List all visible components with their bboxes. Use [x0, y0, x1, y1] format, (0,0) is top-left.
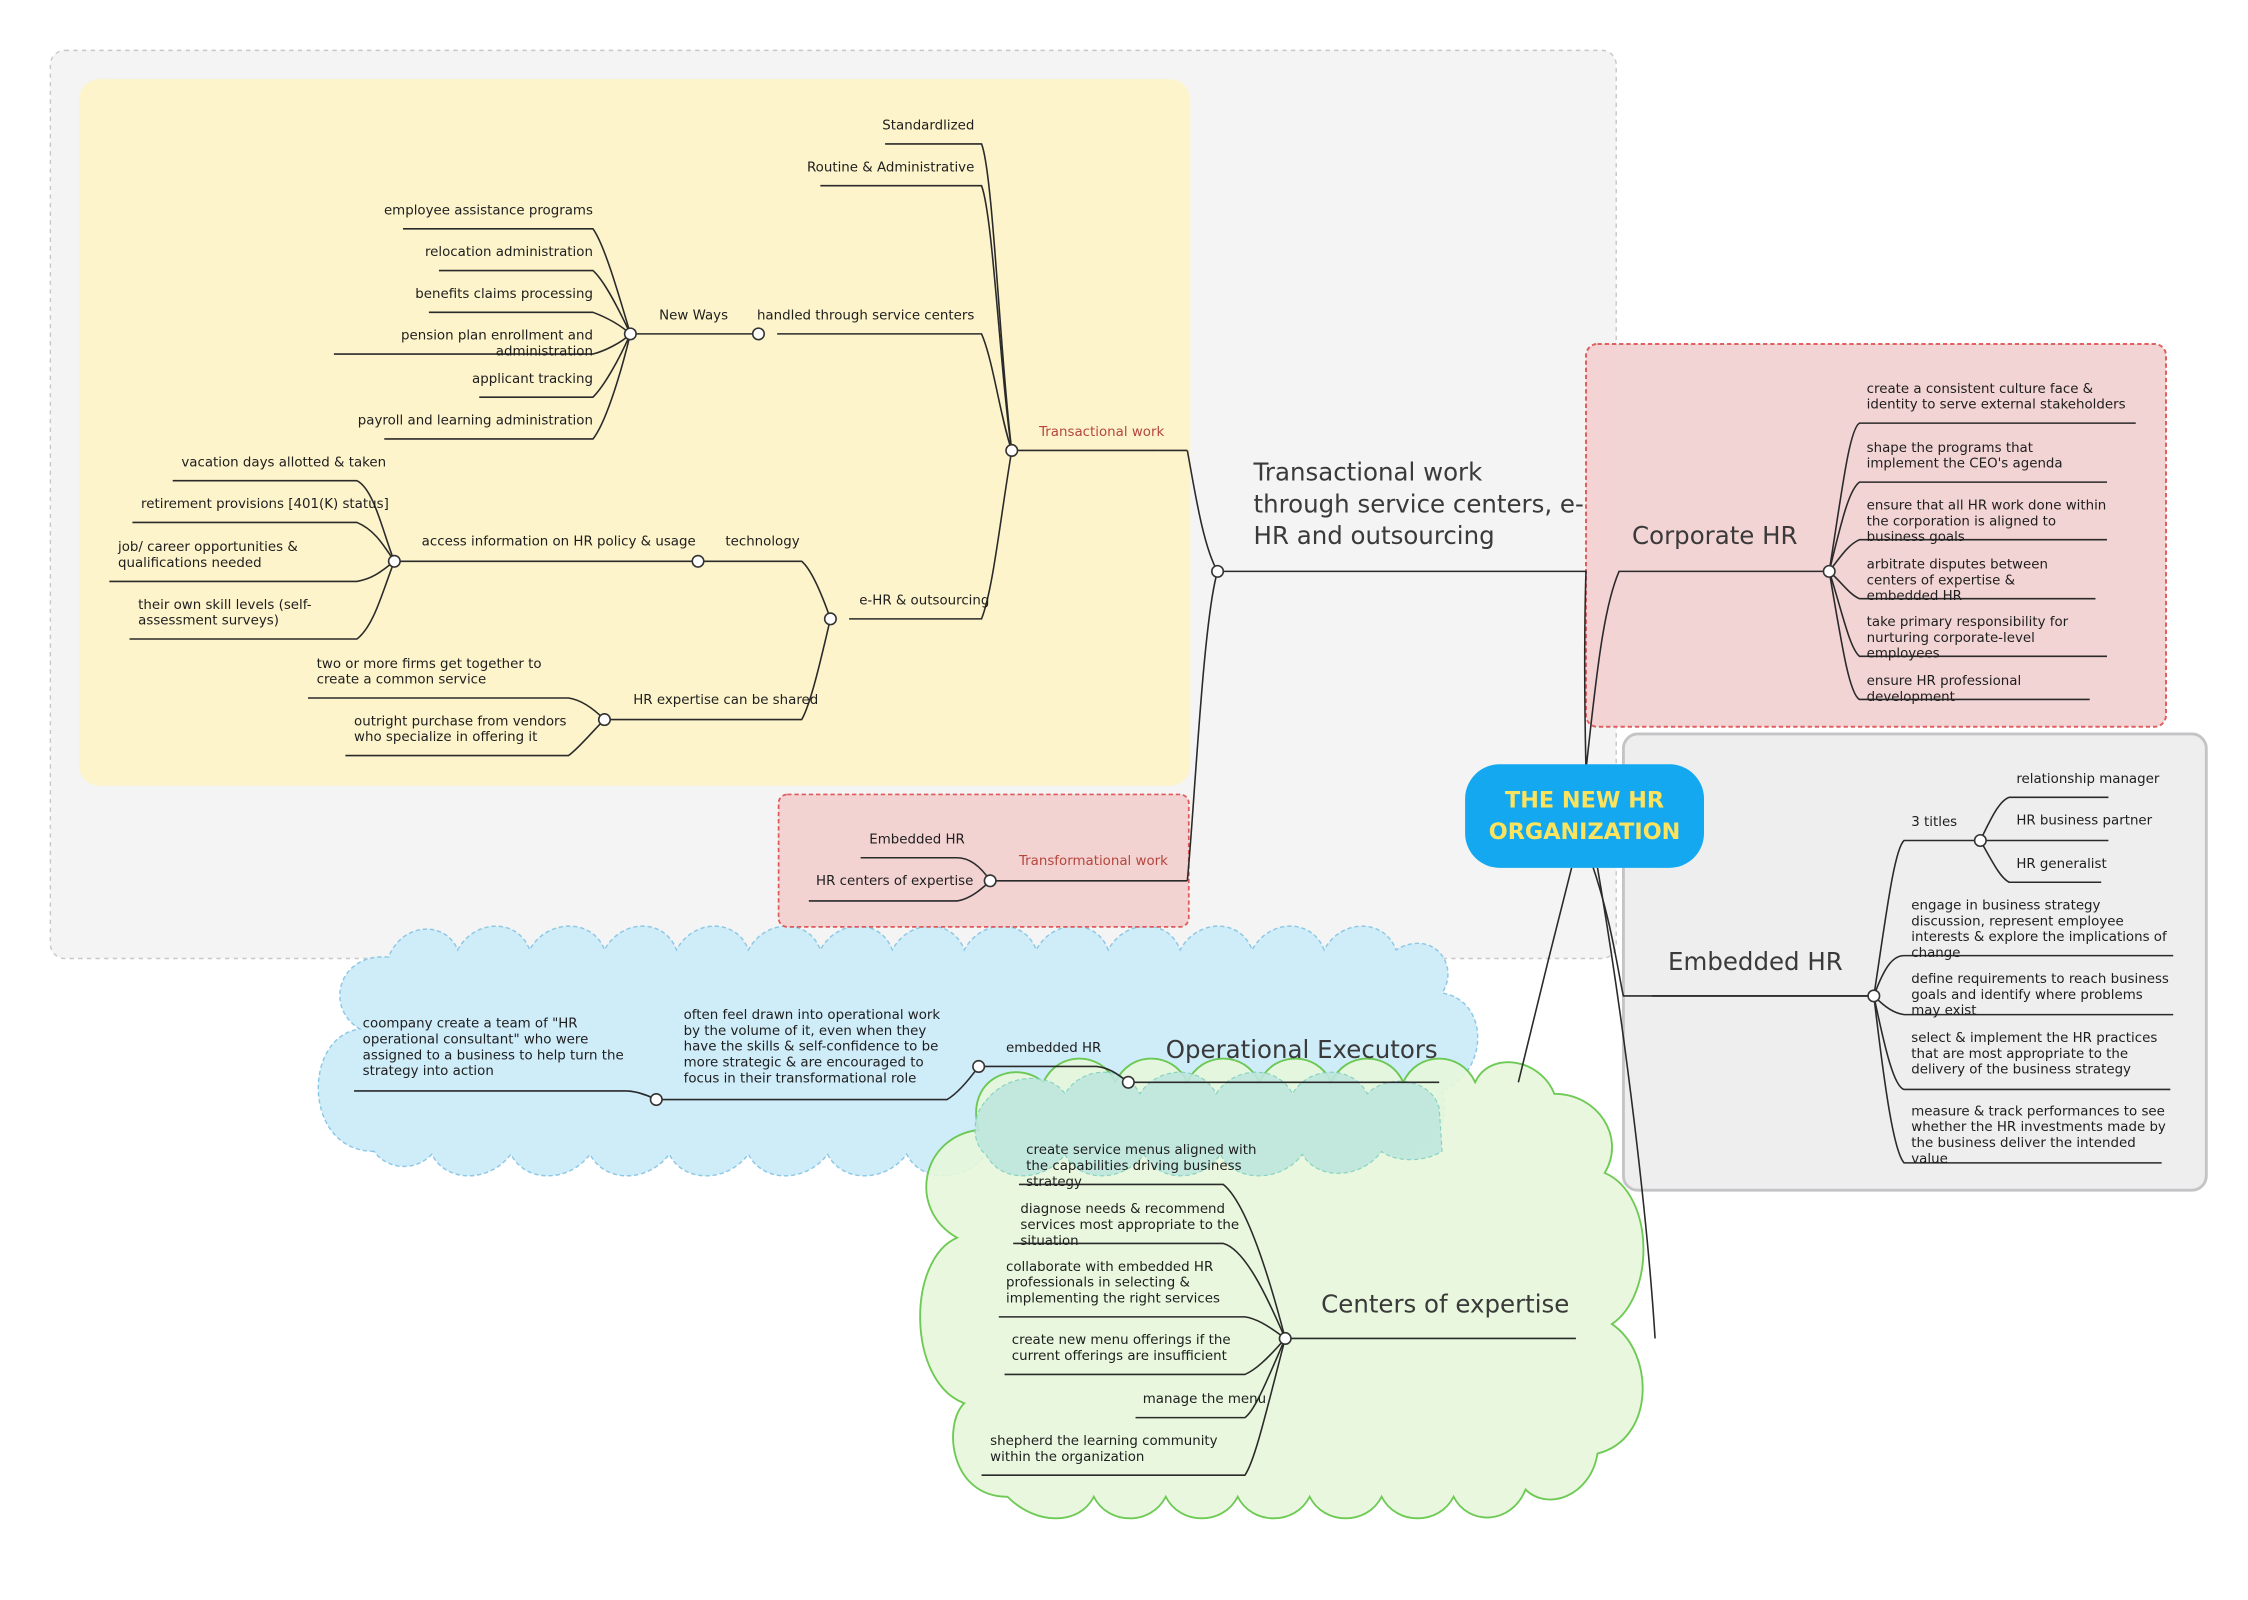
expertise-item-6[interactable]: shepherd the learning community within t…	[990, 1433, 1218, 1466]
corporate-item-3[interactable]: ensure that all HR work done within the …	[1866, 497, 2107, 546]
embedded-item-1[interactable]: engage in business strategy discussion, …	[1911, 898, 2167, 962]
corporate-item-2[interactable]: shape the programs that implement the CE…	[1866, 440, 2063, 473]
new-ways-node[interactable]: New Ways	[659, 307, 729, 324]
embedded-item-2[interactable]: define requirements to reach business go…	[1911, 971, 2169, 1019]
embedded-title-3[interactable]: HR generalist	[2016, 856, 2107, 873]
embedded-title-1[interactable]: relationship manager	[2016, 771, 2160, 788]
transactional-work-node[interactable]: Transactional work	[1039, 424, 1165, 441]
embedded-title-2[interactable]: HR business partner	[2016, 813, 2153, 829]
new-ways-item-3[interactable]: benefits claims processing	[415, 286, 593, 303]
new-ways-item-6[interactable]: payroll and learning administration	[357, 413, 593, 429]
new-ways-item-5[interactable]: applicant tracking	[472, 371, 593, 388]
operational-executors-title[interactable]: Operational Executors	[1165, 1036, 1438, 1066]
expertise-item-1[interactable]: create service menus aligned with the ca…	[1026, 1142, 1257, 1191]
corporate-item-4[interactable]: arbitrate disputes between centers of ex…	[1866, 556, 2048, 605]
embedded-hr-title[interactable]: Embedded HR	[1668, 948, 1843, 978]
center-title-line1: THE NEW HR	[1505, 787, 1665, 814]
access-item-2[interactable]: retirement provisions [401(K) status]	[141, 496, 389, 513]
access-item-4[interactable]: their own skill levels (self-assessment …	[138, 597, 312, 629]
centers-of-expertise-title[interactable]: Centers of expertise	[1321, 1290, 1570, 1320]
corporate-item-6[interactable]: ensure HR professional development	[1866, 673, 2022, 706]
shared-item-2[interactable]: outright purchase from vendors who speci…	[354, 713, 567, 746]
routine-node[interactable]: Routine & Administrative	[806, 159, 975, 176]
standardized-node[interactable]: Standardlized	[882, 118, 975, 134]
access-item-3[interactable]: job/ career opportunities & qualificatio…	[118, 539, 298, 572]
transactional-branch-title[interactable]: Transactional work through service cente…	[1253, 459, 1584, 552]
shared-item-1[interactable]: two or more firms get together to create…	[316, 656, 542, 688]
expertise-item-2[interactable]: diagnose needs & recommend services most…	[1020, 1201, 1240, 1250]
corporate-item-1[interactable]: create a consistent culture face & ident…	[1866, 381, 2126, 414]
embedded-titles-node[interactable]: 3 titles	[1911, 814, 1958, 831]
corporate-item-5[interactable]: take primary responsibility for nurturin…	[1866, 614, 2069, 663]
center-node[interactable]: THE NEW HR ORGANIZATION	[1465, 764, 1705, 868]
operational-drawn-node[interactable]: often feel drawn into operational work b…	[683, 1007, 941, 1087]
ehr-node[interactable]: e-HR & outsourcing	[859, 592, 990, 609]
operational-team-node[interactable]: coompany create a team of "HR operationa…	[362, 1016, 624, 1080]
expertise-item-3[interactable]: collaborate with embedded HR professiona…	[1006, 1259, 1220, 1307]
new-ways-item-1[interactable]: employee assistance programs	[383, 202, 593, 219]
new-ways-item-4[interactable]: pension plan enrollment and administrati…	[401, 328, 593, 360]
corporate-hr-title[interactable]: Corporate HR	[1632, 522, 1798, 552]
technology-node[interactable]: technology	[725, 533, 800, 550]
service-centers-node[interactable]: handled through service centers	[756, 307, 975, 324]
transformational-item-1[interactable]: Embedded HR	[869, 831, 965, 848]
expertise-item-4[interactable]: create new menu offerings if the current…	[1011, 1332, 1231, 1365]
access-item-1[interactable]: vacation days allotted & taken	[181, 454, 387, 471]
center-title-line2: ORGANIZATION	[1488, 818, 1681, 845]
transformational-work-node[interactable]: Transformational work	[1018, 853, 1168, 870]
access-info-node[interactable]: access information on HR policy & usage	[421, 533, 696, 550]
embedded-item-3[interactable]: select & implement the HR practices that…	[1911, 1030, 2158, 1078]
new-ways-item-2[interactable]: relocation administration	[424, 244, 593, 261]
expertise-item-5[interactable]: manage the menu	[1142, 1391, 1267, 1408]
shared-node[interactable]: HR expertise can be shared	[633, 692, 819, 709]
operational-embedded-node[interactable]: embedded HR	[1006, 1040, 1102, 1057]
embedded-item-4[interactable]: measure & track performances to see whet…	[1911, 1103, 2166, 1168]
transformational-item-2[interactable]: HR centers of expertise	[816, 873, 974, 890]
